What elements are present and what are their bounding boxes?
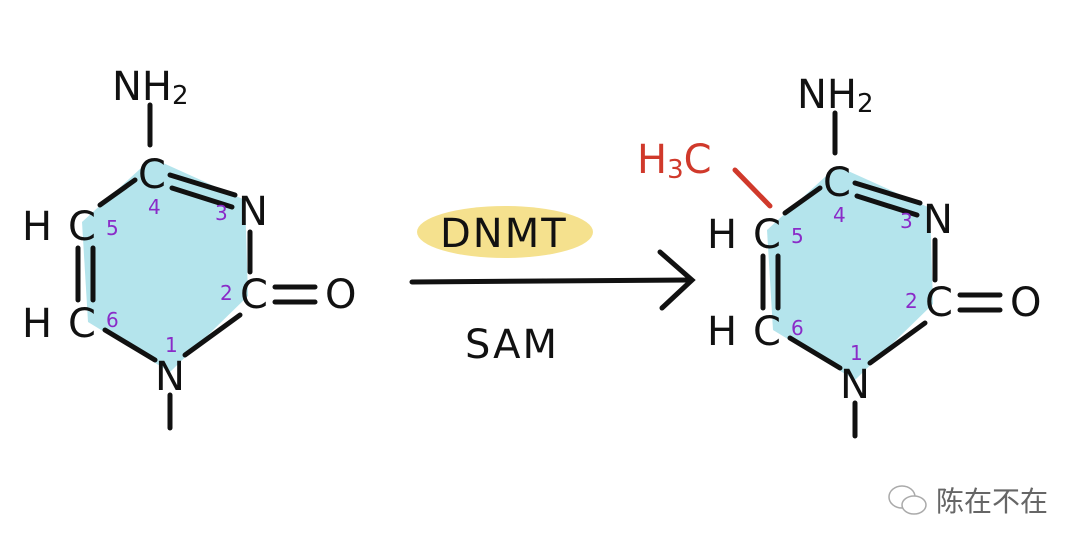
ring-fill [767, 166, 933, 380]
cytosine-molecule: NH2 C N C O N C C H H 1 2 3 4 5 6 [22, 64, 356, 431]
methyl-group: H3C [637, 137, 712, 185]
arrow-head-icon [657, 249, 696, 311]
amine-group: NH2 [797, 72, 874, 119]
position-5: 5 [106, 216, 119, 240]
wechat-icon [888, 485, 927, 515]
position-4: 4 [833, 203, 846, 227]
position-6: 6 [791, 316, 804, 340]
watermark-text: 陈在不在 [935, 485, 1048, 518]
methyl-subscript: 3 [667, 155, 684, 185]
position-1: 1 [850, 341, 863, 365]
atom-c6: C [68, 301, 96, 347]
position-4: 4 [148, 195, 161, 219]
position-3: 3 [900, 209, 913, 233]
atom-h5: H [22, 204, 52, 250]
amine-label: NH [797, 72, 857, 118]
atom-o: O [325, 272, 356, 318]
atom-n3: N [238, 189, 268, 235]
position-5: 5 [791, 224, 804, 248]
cofactor-label: SAM [465, 322, 559, 368]
atom-h5: H [707, 212, 737, 258]
reaction-arrow: DNMT SAM [409, 206, 696, 368]
atom-c4: C [138, 152, 166, 198]
atom-c2: C [925, 280, 953, 326]
enzyme-highlight [417, 206, 593, 258]
position-1: 1 [165, 333, 178, 357]
atom-h6: H [22, 301, 52, 347]
methyl-c: C [684, 137, 712, 183]
watermark: 陈在不在 [886, 480, 1048, 520]
atom-c6: C [753, 309, 781, 355]
amine-label: NH [112, 64, 172, 110]
position-3: 3 [215, 201, 228, 225]
amine-group: NH2 [112, 64, 189, 111]
amine-subscript: 2 [172, 81, 189, 111]
atom-o: O [1010, 280, 1041, 326]
position-2: 2 [220, 281, 233, 305]
enzyme-label: DNMT [440, 211, 568, 257]
amine-subscript: 2 [857, 89, 874, 119]
atom-c5: C [753, 212, 781, 258]
ring-fill [82, 158, 248, 372]
atom-n3: N [923, 197, 953, 243]
methylcytosine-molecule: H3C NH2 C N C O N C C H H 1 2 3 4 5 6 [637, 72, 1041, 439]
position-2: 2 [905, 289, 918, 313]
arrow-shaft [409, 277, 693, 285]
atom-c2: C [240, 272, 268, 318]
atom-c5: C [68, 204, 96, 250]
atom-h6: H [707, 309, 737, 355]
methyl-h: H [637, 137, 667, 183]
atom-n1: N [840, 362, 870, 408]
position-6: 6 [106, 308, 119, 332]
atom-n1: N [155, 354, 185, 400]
atom-c4: C [823, 160, 851, 206]
